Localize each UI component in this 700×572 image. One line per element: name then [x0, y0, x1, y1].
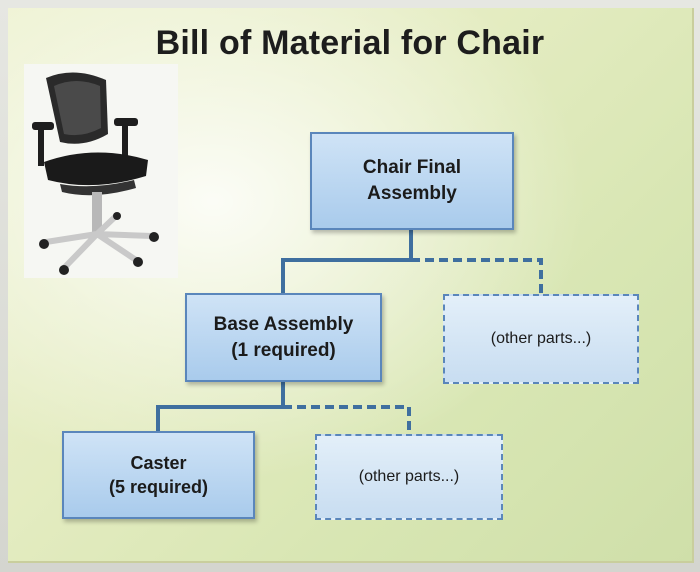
- node-other-parts-bottom-label: (other parts...): [358, 468, 460, 486]
- connector-base-to-other: [283, 405, 411, 434]
- node-caster: Caster (5 required): [62, 431, 255, 519]
- node-base-assembly-name: Base Assembly: [213, 313, 354, 335]
- chair-photo: [24, 64, 178, 278]
- slide-title: Bill of Material for Chair: [155, 24, 545, 62]
- connector-final-to-base: [281, 230, 413, 293]
- node-chair-final-assembly-label: Chair Final Assembly: [362, 157, 462, 204]
- connector-final-to-other: [411, 258, 543, 294]
- office-chair-icon: [32, 72, 159, 275]
- node-chair-final-assembly: Chair Final Assembly: [310, 132, 514, 230]
- node-other-parts-top: (other parts...): [443, 294, 639, 384]
- connector-base-to-caster: [156, 382, 285, 431]
- node-other-parts-bottom: (other parts...): [315, 434, 503, 520]
- node-base-assembly: Base Assembly (1 required): [185, 293, 382, 382]
- node-other-parts-top-label: (other parts...): [490, 330, 592, 348]
- node-caster-qty: (5 required): [108, 477, 209, 497]
- node-base-assembly-qty: (1 required): [231, 339, 336, 361]
- node-caster-name: Caster: [130, 452, 187, 473]
